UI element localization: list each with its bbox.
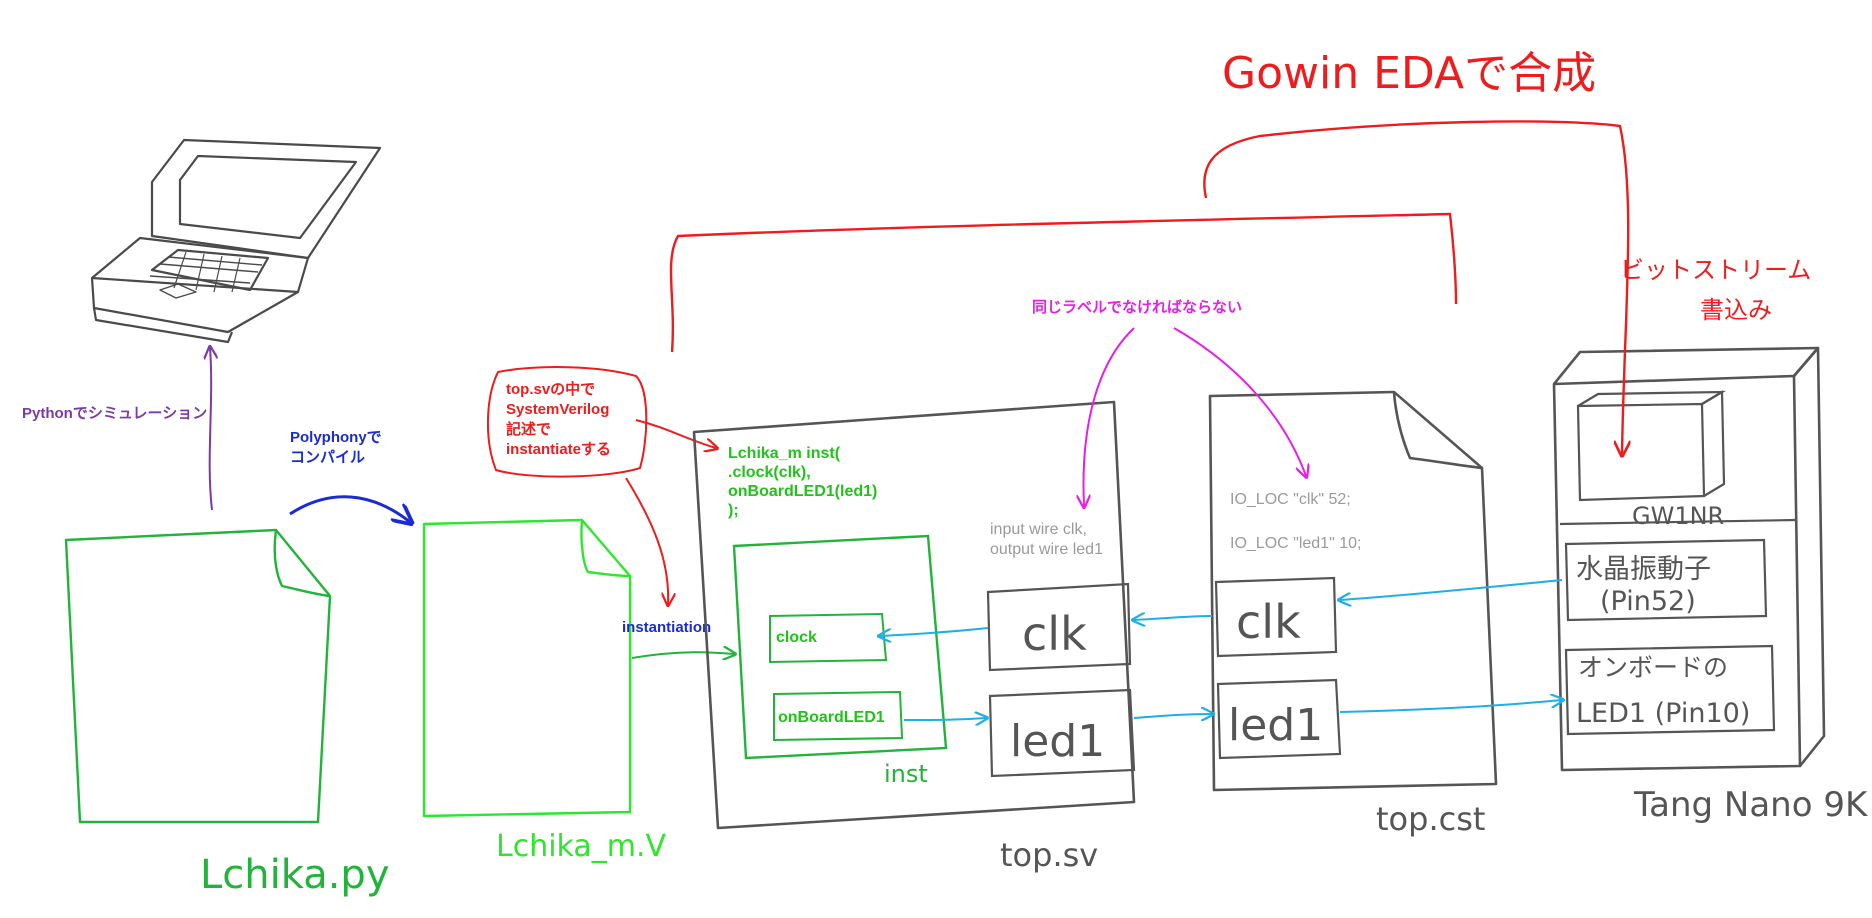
cst-to-sv-clk-arrow (1134, 616, 1213, 620)
synthesis-bracket (669, 212, 1458, 353)
top-sv-port-clk: clk (986, 582, 1132, 672)
top-sv-port-led-label: led1 (1010, 716, 1105, 767)
same-label-note: 同じラベルでなければならない (1032, 299, 1242, 316)
oscillator-box: 水晶振動子 (Pin52) (1564, 538, 1768, 622)
python-sim-label: Pythonでシミュレーション (22, 405, 207, 422)
laptop-icon (90, 138, 382, 344)
gowin-label: Gowin EDAで合成 (1222, 48, 1596, 99)
port-decl-line1: input wire clk, (990, 521, 1087, 538)
top-cst-port-clk-label: clk (1236, 595, 1301, 649)
top-cst-port-led-label: led1 (1228, 700, 1323, 751)
cst-to-led-arrow (1339, 700, 1562, 713)
led-label-line2: LED1 (Pin10) (1576, 698, 1750, 729)
callout-line4: instantiateする (506, 441, 611, 458)
io-loc-line1: IO_LOC "clk" 52; (1230, 491, 1351, 508)
callout-arrow-code (635, 419, 716, 448)
instantiation-arrow (631, 652, 734, 658)
callout-arrow-inst (625, 477, 668, 604)
inst-code-line4: ); (728, 502, 739, 519)
top-sv-filename: top.sv (1000, 836, 1098, 874)
top-cst-file (1208, 390, 1498, 792)
oscillator-label-line2: (Pin52) (1600, 586, 1696, 617)
tang-nano-board (1552, 346, 1826, 772)
onboard-led-box: オンボードの LED1 (Pin10) (1564, 644, 1776, 736)
instantiate-callout: top.svの中で SystemVerilog 記述で instantiateす… (486, 366, 648, 478)
bitstream-arrow (1203, 120, 1628, 454)
inst-code-line1: Lchika_m inst( (728, 445, 841, 462)
compile-arrow (289, 495, 410, 522)
polyphony-label-line2: コンパイル (290, 449, 365, 466)
io-loc-line2: IO_LOC "led1" 10; (1230, 535, 1361, 552)
inst-module-box (732, 534, 948, 760)
sv-clk-to-inst-arrow (880, 627, 989, 636)
top-sv-port-clk-label: clk (1022, 607, 1087, 661)
oscillator-label-line1: 水晶振動子 (1576, 554, 1711, 585)
chip-name: GW1NR (1632, 502, 1724, 530)
inst-name: inst (884, 760, 928, 788)
lchika-v-file (422, 518, 632, 818)
lchika-v-filename: Lchika_m.V (496, 829, 667, 864)
lchika-py-filename: Lchika.py (200, 852, 390, 898)
top-cst-port-clk: clk (1214, 576, 1338, 658)
simulation-arrow (210, 348, 212, 511)
same-label-arrow-sv (1083, 327, 1135, 506)
inst-led-to-sv-arrow (903, 718, 986, 720)
callout-line3: 記述で (506, 420, 551, 438)
top-cst-filename: top.cst (1376, 800, 1485, 838)
inst-code-line3: onBoardLED1(led1) (728, 483, 877, 500)
inst-port-clock: clock (769, 612, 888, 664)
inst-code-line2: .clock(clk), (728, 464, 811, 481)
top-sv-file (692, 400, 1136, 830)
top-sv-port-led: led1 (988, 688, 1136, 778)
instantiation-label: instantiation (622, 619, 711, 636)
inst-port-led-label: onBoardLED1 (778, 709, 885, 726)
callout-line2: SystemVerilog (506, 401, 609, 418)
port-decl-line2: output wire led1 (990, 541, 1103, 558)
lchika-py-file (64, 528, 332, 824)
callout-line1: top.svの中で (506, 380, 595, 398)
polyphony-label-line1: Polyphonyで (290, 429, 382, 446)
sv-led-to-cst-arrow (1133, 714, 1212, 718)
inst-port-led: onBoardLED1 (773, 690, 904, 742)
osc-to-cst-clk-arrow (1340, 579, 1563, 600)
gw1nr-chip (1559, 390, 1797, 526)
bitstream-label-line1: ビットストリーム (1620, 256, 1811, 284)
led-label-line1: オンボードの (1578, 653, 1728, 682)
bitstream-label-line2: 書込み (1700, 296, 1772, 324)
same-label-arrow-cst (1173, 327, 1306, 476)
top-cst-port-led: led1 (1216, 678, 1342, 760)
inst-port-clock-label: clock (776, 629, 817, 646)
board-name: Tang Nano 9K (1633, 785, 1869, 825)
